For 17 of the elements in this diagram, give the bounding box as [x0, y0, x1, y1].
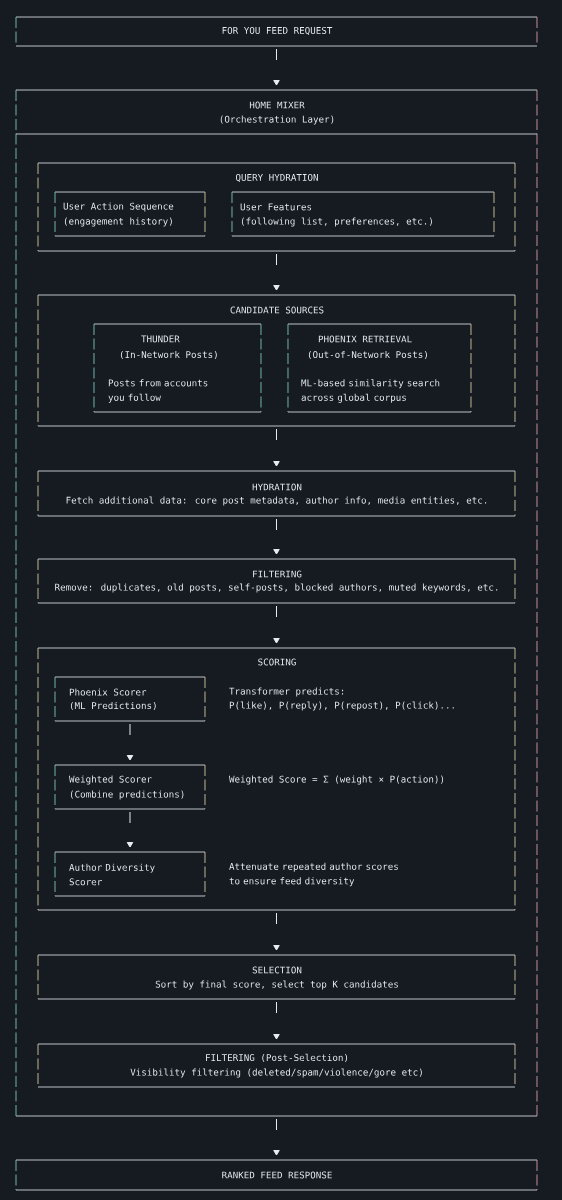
component-box: Weighted Scorer (Combine predictions) — [54, 764, 206, 810]
description-text: Weighted Score = Σ (weight × P(action)) — [229, 775, 444, 785]
component-box: THUNDER (In-Network Posts) Posts from accounts you follow — [93, 323, 262, 413]
component-box: User Action Sequence (engagement history) — [54, 191, 206, 237]
description-text: P(like), P(reply), P(repost), P(click)... — [229, 701, 454, 711]
component-box: Author Diversity Scorer — [54, 851, 206, 897]
stage-box: FILTERING Remove: duplicates, old posts, self-posts, blocked authors, muted keywords, etc. — [37, 558, 516, 604]
description-text: Transformer predicts: — [229, 687, 344, 697]
component-box: Phoenix Scorer (ML Predictions) — [54, 676, 206, 722]
terminal-box: RANKED FEED RESPONSE — [15, 1159, 538, 1191]
description-text: Attenuate repeated author scores to ensure feed diversity — [229, 862, 398, 887]
stage-box: SELECTION Sort by final score, select top K candidates — [37, 954, 516, 1000]
terminal-box: FOR YOU FEED REQUEST — [15, 16, 538, 47]
stage-box: FILTERING (Post-Selection) Visibility filtering (deleted/spam/violence/gore etc) — [37, 1043, 516, 1088]
stage-box: HYDRATION Fetch additional data: core post metadata, author info, media entities, etc. — [37, 470, 516, 517]
component-box: User Features (following list, preferences, etc.) — [231, 191, 495, 237]
component-box: PHOENIX RETRIEVAL (Out-of-Network Posts) ML-based similarity search across global corpus — [287, 323, 472, 413]
